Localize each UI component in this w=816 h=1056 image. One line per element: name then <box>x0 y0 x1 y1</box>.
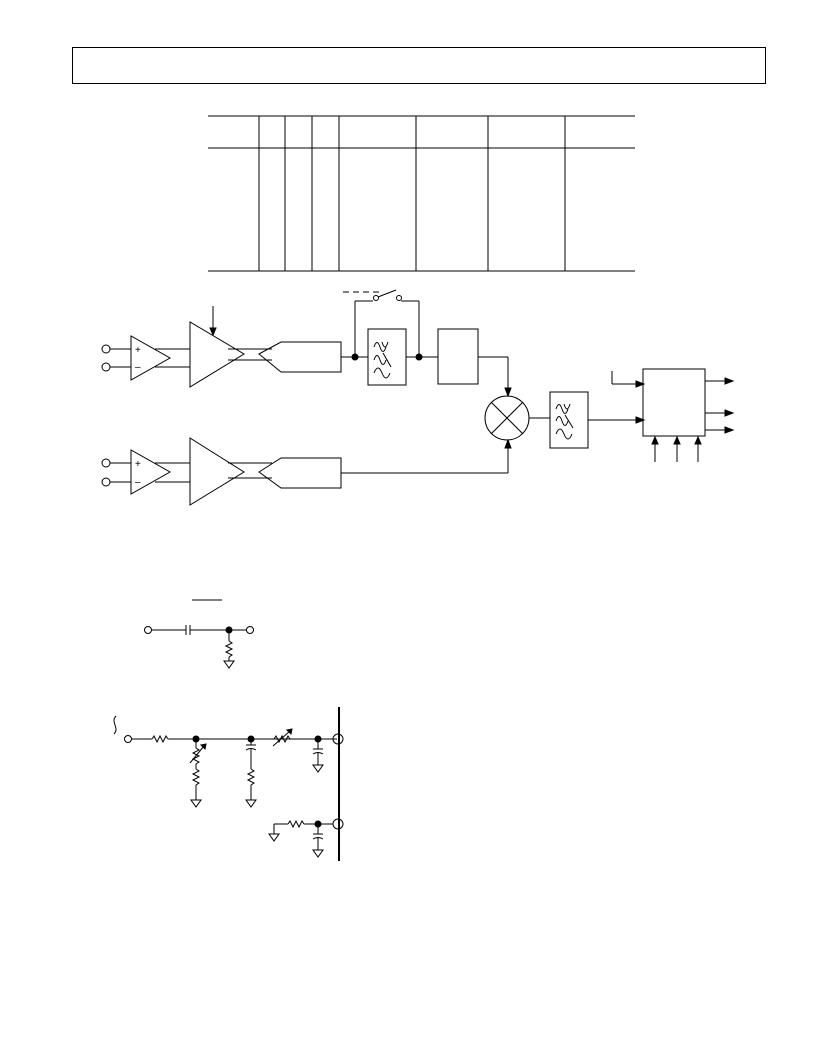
ground-icon <box>268 833 280 842</box>
spec-table <box>208 115 635 272</box>
control-input-arrow-icon <box>694 435 702 445</box>
variable-resistor-icon <box>191 747 201 765</box>
ac-source-icon <box>113 715 117 735</box>
ground-icon <box>312 764 324 773</box>
resistor-icon <box>151 734 169 744</box>
input-terminal-icon <box>101 458 111 468</box>
block-diagram: + – <box>101 289 735 506</box>
arrow-head-icon <box>504 387 512 398</box>
minus-sign: – <box>135 477 141 488</box>
difference-amplifier-icon <box>130 449 172 495</box>
output-arrow-icon <box>724 409 735 417</box>
input-terminal-icon <box>101 344 111 354</box>
bandpass-filter-icon <box>367 328 407 386</box>
plus-sign: + <box>135 345 141 356</box>
filter-wave-icon <box>373 367 391 379</box>
ground-icon <box>245 799 257 808</box>
resistor-icon <box>224 640 234 658</box>
output-arrow-icon <box>724 377 735 385</box>
resistor-icon <box>191 768 201 786</box>
terminal-icon <box>124 735 132 743</box>
variable-resistor-icon <box>273 734 291 744</box>
arrow-head-icon <box>635 380 646 388</box>
switch-contact-icon <box>373 295 379 301</box>
resistor-icon <box>287 819 305 829</box>
input-terminal-icon <box>101 477 111 487</box>
output-block-icon <box>642 368 706 437</box>
rc-network <box>113 707 344 861</box>
filter-wave-icon <box>555 414 574 429</box>
minus-sign: – <box>135 362 141 373</box>
arrow-head-icon <box>635 416 646 424</box>
arrow-head-icon <box>504 438 512 449</box>
highpass-circuit <box>144 599 254 669</box>
variable-gain-amplifier-icon <box>189 321 245 388</box>
filter-wave-icon <box>555 403 571 414</box>
filter-wave-icon <box>555 428 573 440</box>
terminal-icon <box>144 626 152 634</box>
input-terminal-icon <box>101 362 111 372</box>
ground-icon <box>223 660 235 669</box>
terminal-icon <box>246 626 254 634</box>
control-input-arrow-icon <box>651 435 659 445</box>
output-arrow-icon <box>724 426 735 434</box>
resistor-icon <box>246 768 256 786</box>
lowpass-filter-icon <box>549 391 589 449</box>
filter-wave-icon <box>373 352 392 368</box>
plus-sign: + <box>135 459 141 470</box>
function-block-icon <box>437 328 479 385</box>
variable-gain-amplifier-icon <box>189 437 245 506</box>
ground-icon <box>312 849 324 858</box>
bypass-switch-icon <box>377 289 397 298</box>
control-input-arrow-icon <box>673 435 681 445</box>
pin-terminal-icon <box>332 818 344 830</box>
difference-amplifier-icon <box>130 335 172 381</box>
header-box <box>72 47 766 84</box>
filter-wave-icon <box>373 341 389 352</box>
gain-control-arrow-icon <box>209 327 217 337</box>
ground-icon <box>190 799 202 808</box>
switch-contact-icon <box>396 295 402 301</box>
adc-converter-icon <box>258 341 342 373</box>
junction-dot <box>415 353 423 361</box>
